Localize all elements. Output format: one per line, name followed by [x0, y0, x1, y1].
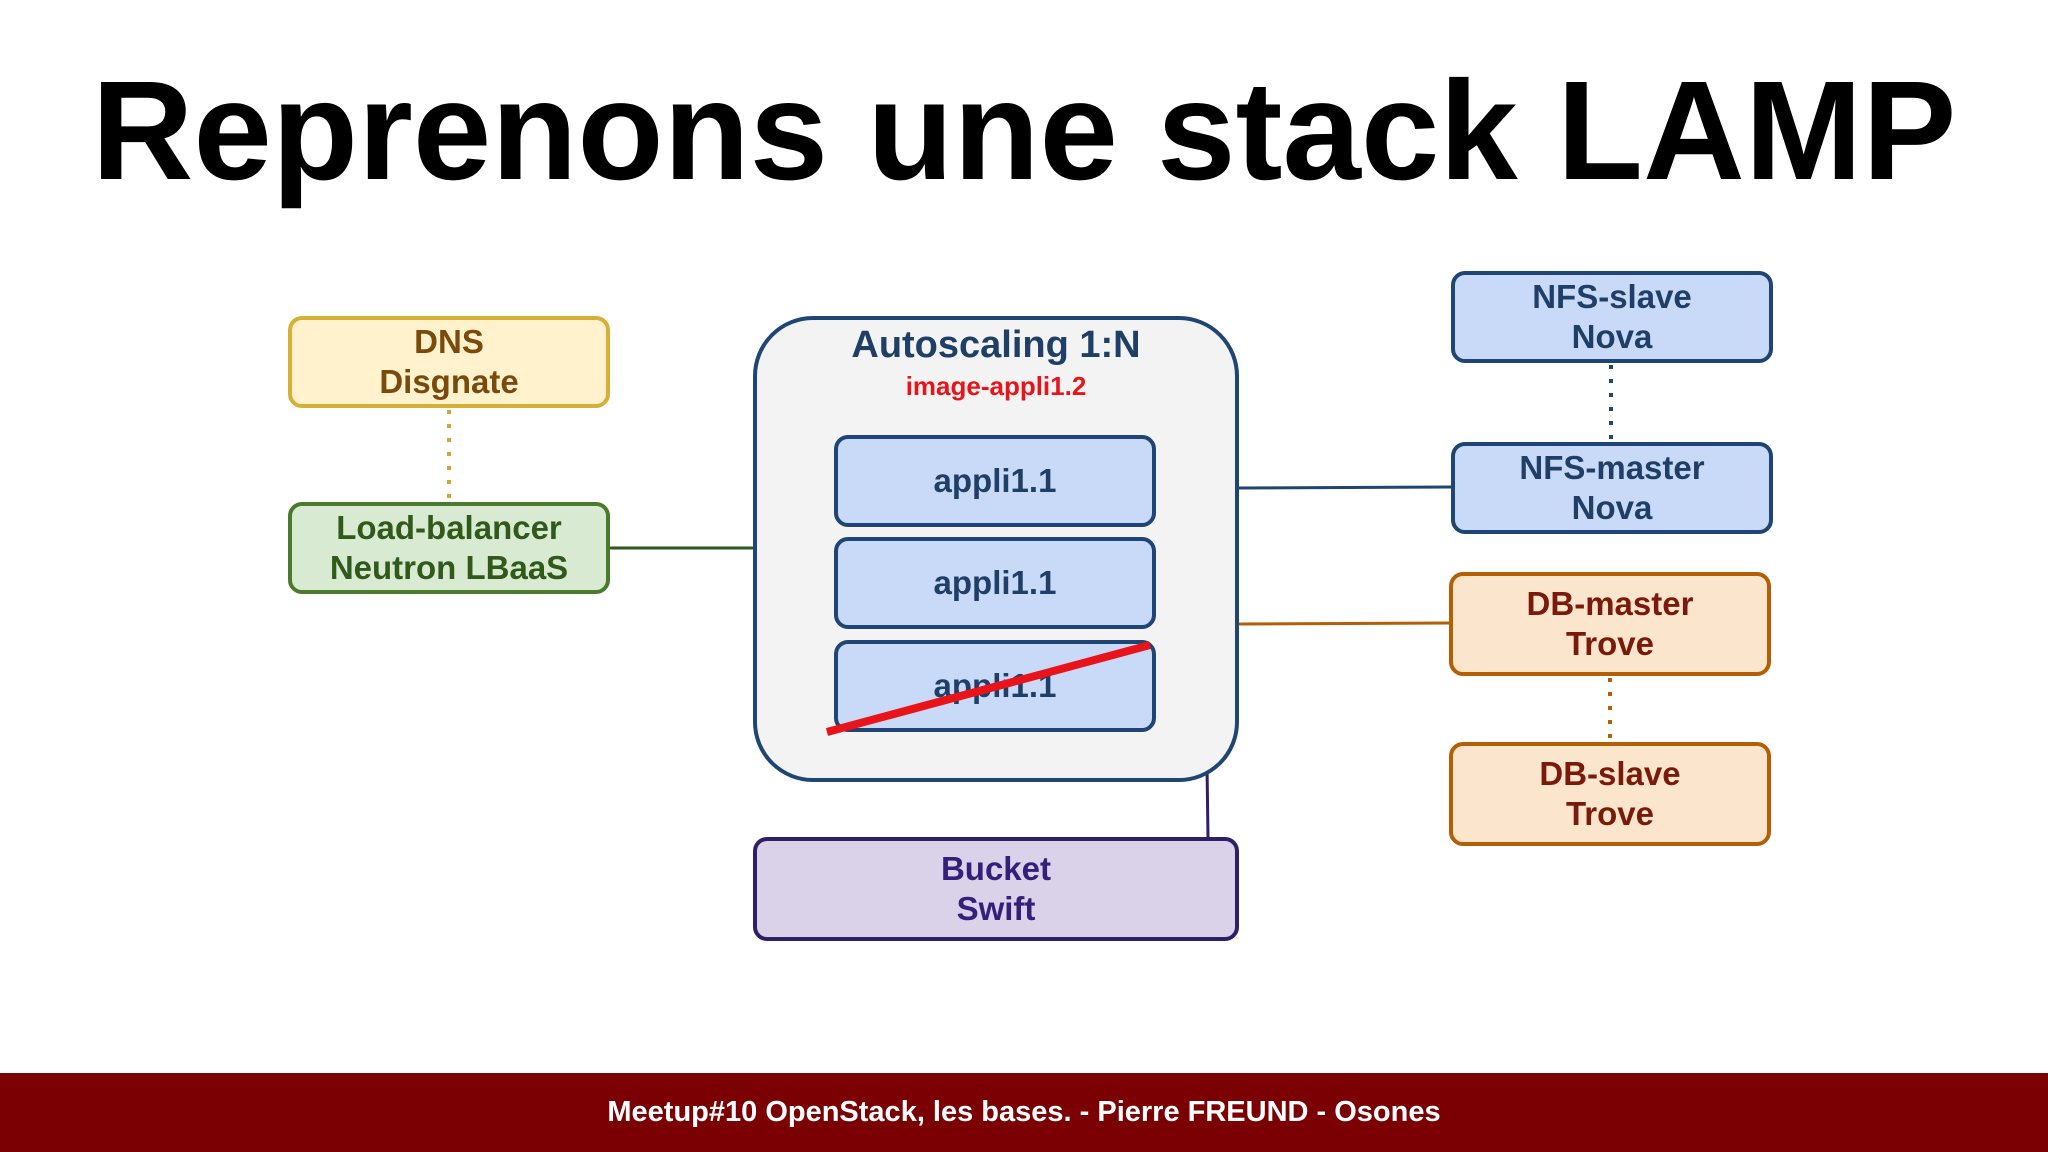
db-master-box: DB-master Trove	[1449, 572, 1771, 676]
nfs-slave-label: NFS-slave	[1532, 278, 1692, 315]
instance-label: appli1.1	[933, 462, 1057, 499]
autoscaling-db-connector	[1238, 621, 1450, 626]
db-slave-box: DB-slave Trove	[1449, 742, 1771, 846]
nfs-master-label: NFS-master	[1519, 449, 1705, 486]
dns-label: DNS	[414, 323, 484, 360]
bucket-provider: Swift	[956, 890, 1036, 927]
load-balancer-label: Load-balancer	[336, 509, 562, 546]
dns-provider: Disgnate	[379, 363, 519, 400]
footer-text: Meetup#10 OpenStack, les bases. - Pierre…	[607, 1096, 1441, 1128]
nfs-slave-box: NFS-slave Nova	[1451, 271, 1773, 363]
db-slave-provider: Trove	[1565, 795, 1655, 832]
strike-through-mark	[825, 641, 1152, 736]
autoscaling-image: image-appli1.2	[905, 371, 1087, 401]
bucket-label: Bucket	[940, 850, 1052, 887]
load-balancer-box: Load-balancer Neutron LBaaS	[288, 502, 610, 594]
bucket-box: Bucket Swift	[753, 837, 1239, 941]
autoscaling-title: Autoscaling 1:N	[851, 324, 1141, 366]
load-balancer-provider: Neutron LBaaS	[329, 549, 569, 586]
slide-title: Reprenons une stack LAMP	[91, 51, 1957, 209]
nfs-master-provider: Nova	[1571, 489, 1653, 526]
dns-box: DNS Disgnate	[288, 316, 610, 408]
db-master-label: DB-master	[1526, 585, 1694, 622]
db-master-provider: Trove	[1565, 625, 1655, 662]
db-slave-label: DB-slave	[1539, 755, 1681, 792]
slide-footer: Meetup#10 OpenStack, les bases. - Pierre…	[0, 1073, 2048, 1152]
autoscaling-nfs-connector	[1238, 485, 1452, 490]
instance-label: appli1.1	[933, 564, 1057, 601]
instance-box: appli1.1	[834, 537, 1156, 629]
nfs-slave-provider: Nova	[1571, 318, 1653, 355]
nfs-master-box: NFS-master Nova	[1451, 442, 1773, 534]
instance-box: appli1.1	[834, 435, 1156, 527]
